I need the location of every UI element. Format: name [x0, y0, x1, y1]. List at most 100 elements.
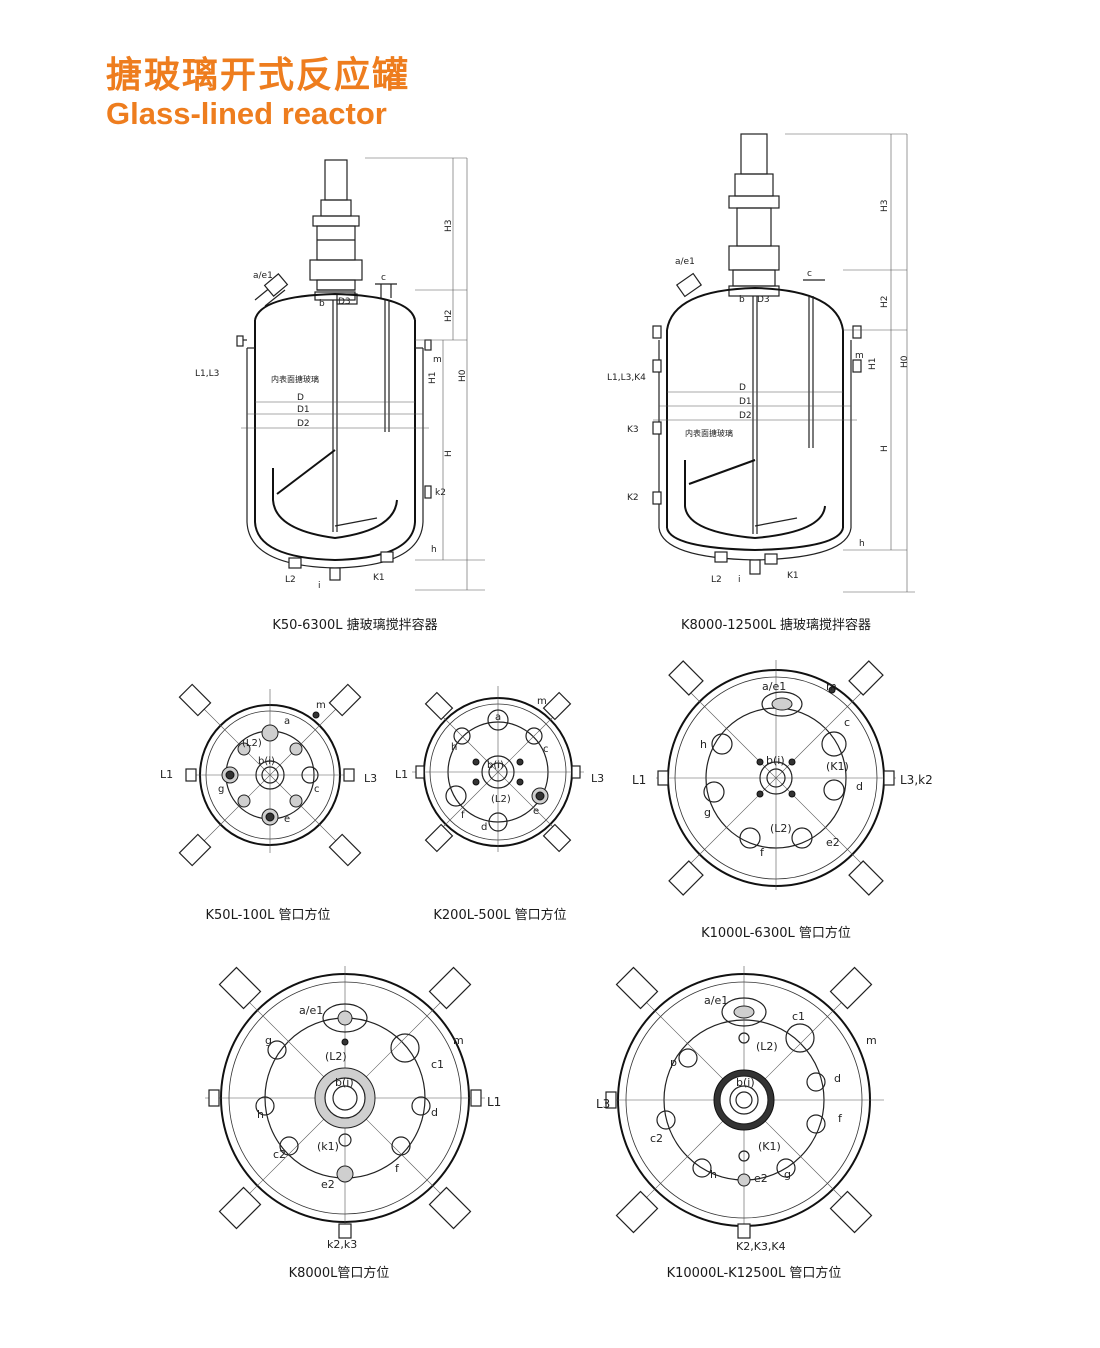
svg-text:a: a [284, 716, 290, 727]
svg-text:e: e [533, 806, 539, 817]
svg-text:H3: H3 [880, 200, 890, 213]
svg-text:b(i): b(i) [736, 1076, 755, 1089]
svg-text:f: f [760, 846, 765, 859]
svg-text:a/e1: a/e1 [704, 994, 728, 1007]
svg-text:H: H [444, 450, 454, 457]
svg-text:c: c [381, 273, 386, 283]
svg-text:h: h [859, 539, 865, 549]
plan-k50-drawing: m a (L2) b(i) L1 L3 g c e [160, 680, 390, 867]
svg-text:L1: L1 [487, 1095, 501, 1109]
svg-text:k2: k2 [435, 488, 446, 498]
svg-text:e: e [284, 814, 290, 825]
svg-text:L1,L3,K4: L1,L3,K4 [607, 373, 646, 383]
svg-text:h: h [451, 742, 457, 753]
svg-text:(L2): (L2) [756, 1040, 778, 1053]
svg-text:(K1): (K1) [758, 1140, 781, 1153]
svg-text:K1: K1 [373, 573, 385, 583]
svg-text:a: a [495, 712, 501, 723]
svg-text:f: f [838, 1112, 843, 1125]
caption-plan-k10000: K10000L-K12500L 管口方位 [666, 1266, 842, 1281]
svg-text:(L2): (L2) [770, 822, 792, 835]
svg-text:(K1): (K1) [826, 760, 849, 773]
svg-text:b(i): b(i) [258, 756, 275, 767]
svg-text:L3,k2: L3,k2 [900, 773, 933, 787]
svg-text:L1: L1 [395, 768, 408, 781]
plan-k200-drawing: m a h b(i) c L1 L3 (L2) f d e [395, 680, 625, 860]
svg-text:D: D [739, 383, 746, 393]
svg-text:g: g [218, 784, 224, 795]
svg-text:m: m [866, 1034, 877, 1047]
svg-text:g: g [265, 1034, 272, 1047]
svg-text:L1: L1 [632, 773, 646, 787]
svg-text:c: c [314, 784, 320, 795]
svg-text:L3: L3 [591, 772, 604, 785]
svg-text:内表面搪玻璃: 内表面搪玻璃 [685, 428, 733, 438]
svg-text:h: h [257, 1108, 264, 1121]
svg-text:D2: D2 [297, 419, 310, 429]
caption-plan-k1000: K1000L-6300L 管口方位 [701, 926, 851, 941]
svg-text:k2,k3: k2,k3 [327, 1238, 357, 1251]
svg-text:g: g [784, 1168, 791, 1181]
page-title-en: Glass-lined reactor [106, 96, 387, 131]
svg-text:K2,K3,K4: K2,K3,K4 [736, 1240, 786, 1253]
svg-text:b: b [739, 295, 745, 305]
svg-text:(L2): (L2) [325, 1050, 347, 1063]
svg-text:b: b [319, 299, 325, 309]
svg-text:L1: L1 [160, 768, 173, 781]
svg-text:D2: D2 [739, 411, 752, 421]
svg-text:m: m [855, 351, 864, 361]
svg-text:c1: c1 [792, 1010, 805, 1023]
svg-text:H1: H1 [868, 358, 878, 371]
svg-text:(k1): (k1) [317, 1140, 339, 1153]
plan-k8000-drawing: a/e1 m g (L2) c1 b(i) h L1 d (k1) c2 f e… [195, 966, 515, 1251]
svg-text:p: p [670, 1056, 677, 1069]
motor [324, 159, 348, 201]
svg-text:L1,L3: L1,L3 [195, 369, 219, 379]
svg-text:c2: c2 [650, 1132, 663, 1145]
svg-text:e2: e2 [321, 1178, 335, 1191]
svg-text:H0: H0 [900, 355, 910, 368]
motor [740, 133, 768, 175]
svg-text:H: H [880, 445, 890, 452]
svg-text:L3: L3 [364, 772, 377, 785]
svg-text:f: f [461, 810, 465, 821]
svg-text:d: d [856, 780, 863, 793]
svg-text:e2: e2 [754, 1172, 768, 1185]
svg-text:L2: L2 [285, 575, 296, 585]
svg-text:f: f [395, 1162, 400, 1175]
elevation-drawing-large: b D3 a/e1 c m L1,L3,K4 K3 内表面搪玻璃 K2 D D1… [607, 130, 935, 600]
svg-text:c1: c1 [431, 1058, 444, 1071]
svg-text:b(i): b(i) [335, 1076, 354, 1089]
svg-text:h: h [700, 738, 707, 751]
svg-text:d: d [481, 822, 487, 833]
svg-text:a/e1: a/e1 [253, 271, 273, 281]
svg-text:D: D [297, 393, 304, 403]
caption-plan-k200: K200L-500L 管口方位 [433, 908, 567, 923]
svg-text:m: m [316, 700, 326, 711]
svg-text:m: m [453, 1034, 464, 1047]
caption-plan-k8000: K8000L管口方位 [288, 1266, 390, 1281]
svg-text:内表面搪玻璃: 内表面搪玻璃 [271, 374, 319, 384]
svg-text:b(i): b(i) [487, 760, 504, 771]
svg-text:D3: D3 [757, 295, 770, 305]
svg-text:m: m [826, 680, 837, 693]
svg-text:a/e1: a/e1 [299, 1004, 323, 1017]
svg-text:c: c [543, 744, 549, 755]
svg-text:D1: D1 [297, 405, 310, 415]
elevation-drawing-small: b D3 a/e1 c k2 m L1,L3 内表面搪玻璃 D D1 D2 L2… [185, 150, 515, 595]
svg-text:H2: H2 [444, 310, 454, 323]
svg-text:g: g [704, 806, 711, 819]
page-title-cn: 搪玻璃开式反应罐 [106, 55, 411, 96]
caption-elevation-small: K50-6300L 搪玻璃搅拌容器 [272, 618, 438, 633]
svg-text:a/e1: a/e1 [675, 257, 695, 267]
svg-text:a/e1: a/e1 [762, 680, 786, 693]
svg-text:L3: L3 [596, 1097, 610, 1111]
caption-elevation-large: K8000-12500L 搪玻璃搅拌容器 [680, 618, 872, 633]
svg-text:H2: H2 [880, 296, 890, 309]
caption-plan-k50: K50L-100L 管口方位 [205, 908, 331, 923]
svg-text:b(i): b(i) [766, 754, 785, 767]
svg-text:h: h [431, 545, 437, 555]
svg-text:i: i [318, 581, 321, 591]
plan-k1000-drawing: a/e1 m h c b(i) (K1) L1 L3,k2 d g (L2) e… [630, 660, 950, 900]
svg-text:i: i [738, 575, 741, 585]
